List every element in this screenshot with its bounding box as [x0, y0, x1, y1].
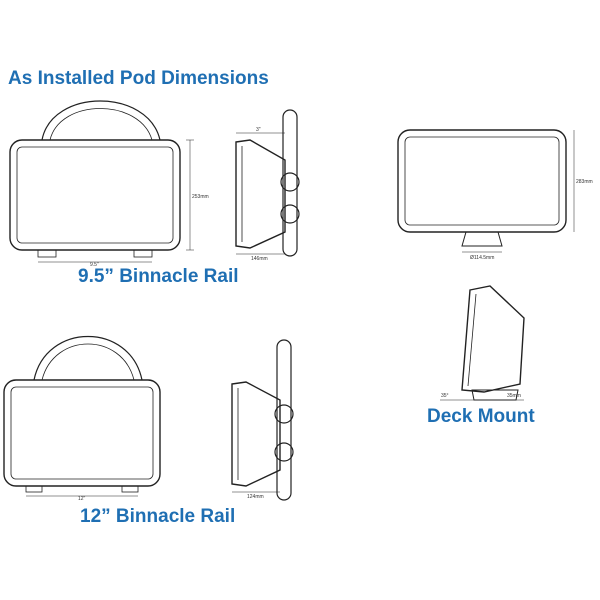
front-view-9-5: 253mm 9.5"	[9, 100, 209, 268]
dim-9-5-side-top: 3"	[256, 127, 261, 133]
dim-12-side-depth: 124mm	[247, 494, 264, 500]
side-view-9-5: 3" 146mm	[235, 109, 300, 262]
side-view-12: 124mm	[231, 339, 294, 501]
dim-9-5-side-depth: 146mm	[251, 256, 268, 262]
front-view-12: 12"	[3, 336, 161, 502]
caption-12-binnacle-rail: 12” Binnacle Rail	[80, 506, 236, 527]
dim-deck-base: Ø114.5mm	[470, 255, 494, 261]
caption-9-5-binnacle-rail: 9.5” Binnacle Rail	[78, 266, 239, 287]
side-view-deck: 35° 35mm	[440, 285, 525, 401]
front-view-deck: 283mm Ø114.5mm	[397, 129, 593, 261]
dim-deck-depth: 35mm	[507, 393, 521, 399]
dim-deck-height: 283mm	[576, 179, 593, 185]
dim-12-width: 12"	[78, 496, 86, 502]
dim-9-5-width: 9.5"	[90, 262, 99, 268]
dim-deck-angle: 35°	[441, 393, 449, 399]
caption-deck-mount: Deck Mount	[427, 406, 535, 427]
dim-9-5-height: 253mm	[192, 194, 209, 200]
page-title: As Installed Pod Dimensions	[8, 68, 269, 89]
